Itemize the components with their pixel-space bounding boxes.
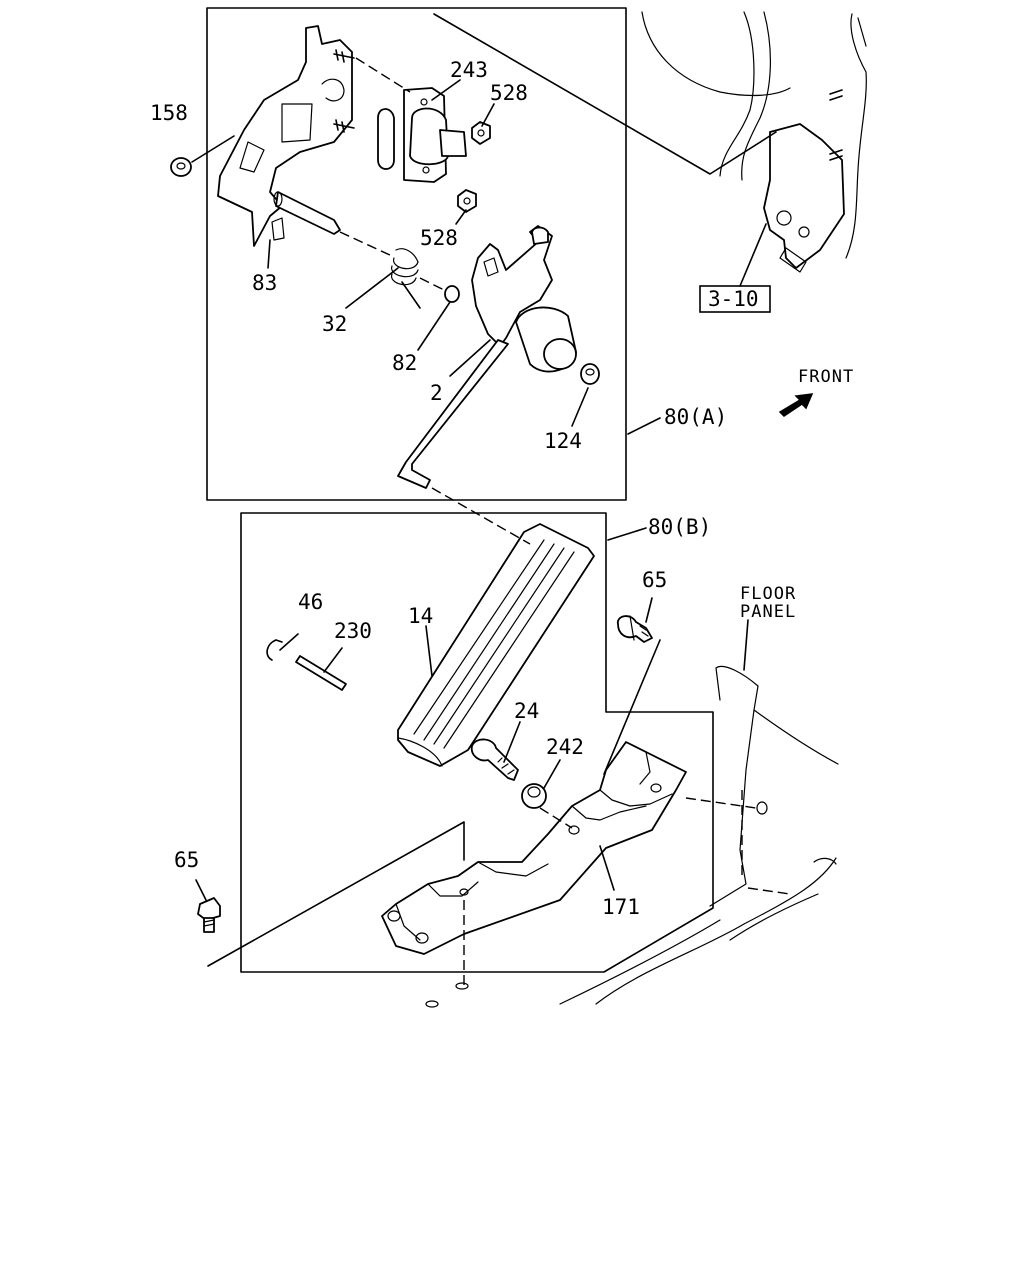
callout-124[interactable]: 124 [544,429,582,453]
align-line-bolt-bracket [539,807,573,829]
callout-32[interactable]: 32 [322,312,347,336]
pedal-arm-2 [397,225,577,489]
align-line-spring-bushing [419,277,445,291]
leader-lines [191,13,777,967]
spring-32 [391,248,419,286]
callout-528-lower[interactable]: 528 [420,226,458,250]
callout-171[interactable]: 171 [602,895,640,919]
nut-528-upper [471,121,491,145]
body-structure [641,11,867,273]
callout-2[interactable]: 2 [430,381,443,405]
callout-242[interactable]: 242 [546,735,584,759]
callout-230[interactable]: 230 [334,619,372,643]
callout-528-upper[interactable]: 528 [490,81,528,105]
callout-14[interactable]: 14 [408,604,433,628]
ref-box-3-10 [699,285,771,313]
callout-65-lower[interactable]: 65 [174,848,199,872]
assembly-box-80a [206,7,627,501]
pivot-shaft [273,191,341,235]
align-line-arm-pad [431,487,531,545]
align-line-floor-bolt [741,790,791,895]
bolt-65-upper [617,615,653,643]
nut-158 [170,157,192,177]
bolt-65-lower [197,897,221,933]
align-line-shaft-spring [339,231,393,257]
stud-bolts [333,49,355,133]
callout-3-10[interactable]: 3-10 [708,287,759,311]
align-line-bracket-floor [685,797,757,809]
bushing-82 [444,285,460,303]
bushing-124 [580,363,600,385]
spacer-242 [521,783,547,809]
clip-46 [266,639,283,661]
callout-82[interactable]: 82 [392,351,417,375]
front-label: FRONT [798,367,854,387]
bracket-plate [217,25,353,247]
floor-panel-label-line2: PANEL [740,602,796,622]
nut-528-lower [457,189,477,213]
bracket-171 [381,741,687,955]
floor-panel [425,665,839,1008]
callout-80a[interactable]: 80(A) [664,405,727,429]
assembly-box-80b [240,512,714,973]
position-sensor-243 [377,87,467,183]
callout-243[interactable]: 243 [450,58,488,82]
callout-83[interactable]: 83 [252,271,277,295]
bolt-24 [470,738,519,781]
floor-panel-label-line1: FLOOR [740,584,796,604]
pedal-pad-14 [397,523,595,767]
callout-158[interactable]: 158 [150,101,188,125]
callout-65-upper[interactable]: 65 [642,568,667,592]
callout-24[interactable]: 24 [514,699,539,723]
pin-230 [295,655,347,691]
callout-80b[interactable]: 80(B) [648,515,711,539]
callout-46[interactable]: 46 [298,590,323,614]
align-line-stud-sensor [355,57,411,93]
front-arrow-icon [778,393,814,417]
